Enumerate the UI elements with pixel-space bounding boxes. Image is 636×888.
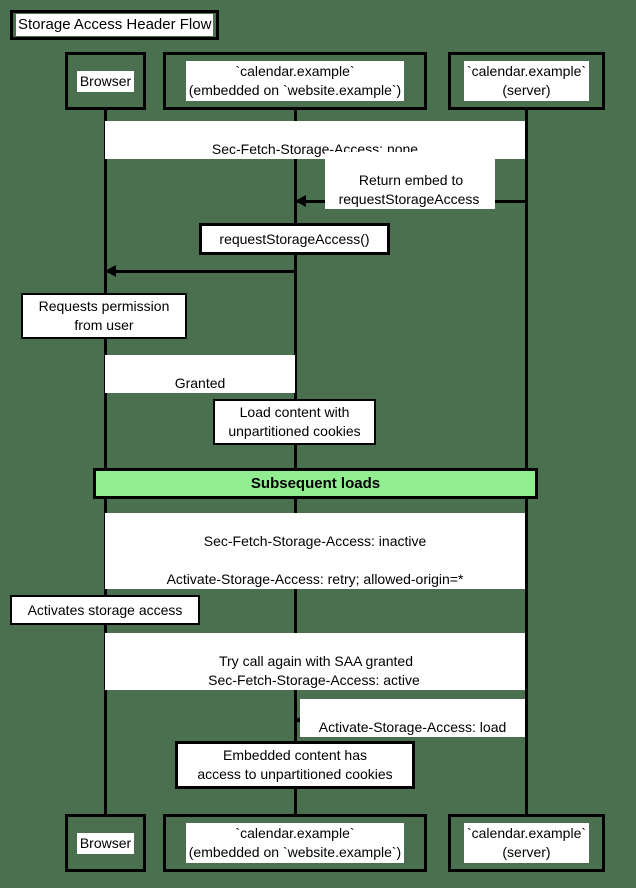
message-label-m4: Granted (105, 355, 295, 393)
message-label-m5: Sec-Fetch-Storage-Access: inactive (105, 513, 525, 551)
lifeline-embed (294, 110, 297, 815)
lifeline-browser (104, 110, 107, 815)
participant-label: `calendar.example` (embedded on `website… (185, 61, 405, 101)
arrowhead-left-m3 (105, 265, 116, 277)
note-requests-permission: Requests permission from user (21, 293, 187, 339)
participant-browser-bottom[interactable]: Browser (65, 814, 146, 872)
note-text: Activates storage access (27, 601, 183, 618)
message-line-m3 (105, 270, 295, 273)
participant-label: `calendar.example` (server) (463, 61, 590, 101)
participant-server-bottom[interactable]: `calendar.example` (server) (448, 814, 605, 872)
message-label-m7: Try call again with SAA granted Sec-Fetc… (105, 633, 525, 690)
note-request-storage-access: requestStorageAccess() (199, 223, 390, 255)
note-embedded-content-access: Embedded content has access to unpartiti… (175, 741, 415, 789)
participant-browser-top[interactable]: Browser (65, 52, 146, 110)
note-text: requestStorageAccess() (219, 230, 370, 247)
diagram-title-frame: Storage Access Header Flow (10, 10, 220, 40)
lifeline-server (525, 110, 528, 815)
note-text: Requests permission from user (38, 298, 170, 333)
participant-label: `calendar.example` (server) (463, 823, 590, 863)
divider-label: Subsequent loads (250, 474, 381, 492)
page-title: Storage Access Header Flow (16, 14, 214, 36)
divider-subsequent-loads: Subsequent loads (93, 468, 538, 499)
participant-label: Browser (76, 832, 135, 854)
note-text: Embedded content has access to unpartiti… (197, 747, 393, 782)
participant-server-top[interactable]: `calendar.example` (server) (448, 52, 605, 110)
participant-embed-top[interactable]: `calendar.example` (embedded on `website… (163, 52, 427, 110)
message-label-m8: Activate-Storage-Access: load (300, 699, 525, 737)
message-label-m2: Return embed to requestStorageAccess (325, 152, 495, 209)
arrowhead-left-m2 (295, 195, 306, 207)
participant-label: `calendar.example` (embedded on `website… (185, 823, 405, 863)
note-text: Load content with unpartitioned cookies (228, 404, 361, 439)
participant-label: Browser (76, 70, 135, 92)
participant-embed-bottom[interactable]: `calendar.example` (embedded on `website… (163, 814, 427, 872)
note-activates-storage-access: Activates storage access (10, 595, 200, 625)
note-load-content: Load content with unpartitioned cookies (213, 399, 376, 445)
message-label-m6: Activate-Storage-Access: retry; allowed-… (105, 551, 525, 589)
